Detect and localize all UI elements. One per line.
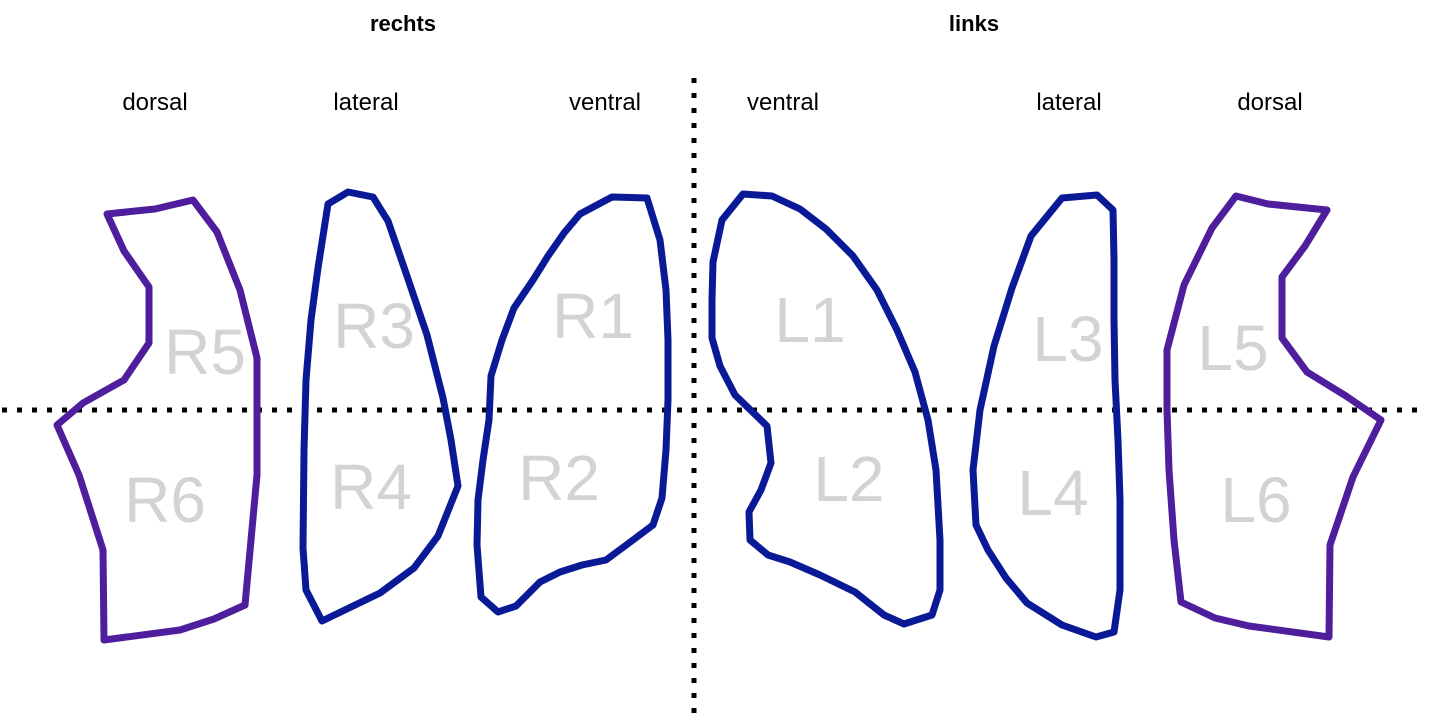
region-label-r3: R3 — [333, 290, 415, 362]
right-ventral-label: ventral — [569, 89, 641, 116]
right-lateral-outline — [299, 188, 462, 625]
left-dorsal-outline — [1163, 192, 1385, 641]
right-side-title: rechts — [370, 11, 436, 36]
region-label-l6: L6 — [1220, 464, 1291, 536]
right-dorsal-label: dorsal — [122, 89, 187, 116]
region-label-l2: L2 — [813, 443, 884, 515]
region-label-r1: R1 — [552, 280, 634, 352]
region-label-l5: L5 — [1197, 312, 1268, 384]
left-side-title: links — [949, 11, 999, 36]
left-dorsal-label: dorsal — [1237, 89, 1302, 116]
region-label-l3: L3 — [1032, 303, 1103, 375]
region-label-r2: R2 — [518, 442, 600, 514]
right-lateral-label: lateral — [333, 89, 398, 116]
left-lateral-outline — [969, 191, 1124, 641]
region-label-r5: R5 — [164, 316, 246, 388]
region-label-r6: R6 — [124, 464, 206, 536]
right-ventral-outline — [473, 193, 672, 616]
right-dorsal-outline — [53, 196, 261, 644]
left-ventral-outline — [708, 190, 944, 628]
region-label-l1: L1 — [774, 284, 845, 356]
left-ventral-label: ventral — [747, 89, 819, 116]
left-lateral-label: lateral — [1036, 89, 1101, 116]
region-label-l4: L4 — [1017, 457, 1088, 529]
region-label-r4: R4 — [330, 451, 412, 523]
